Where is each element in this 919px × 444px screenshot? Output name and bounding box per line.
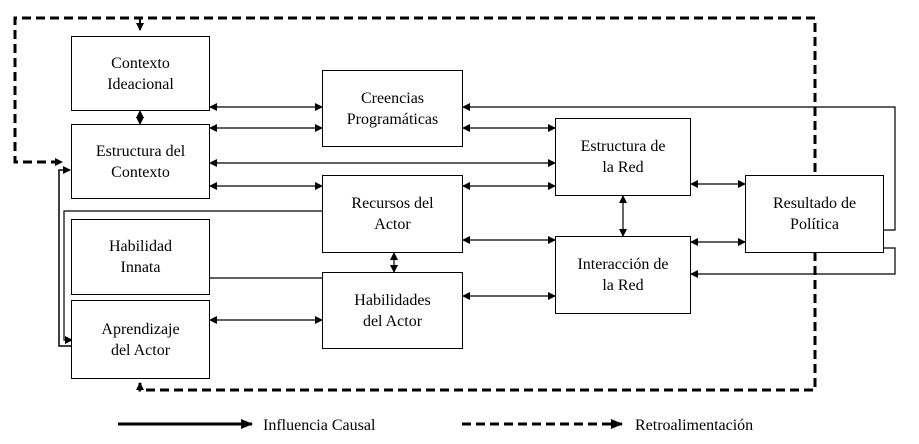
node-estructura-red: Estructura de la Red bbox=[555, 118, 691, 196]
node-line: Resultado de bbox=[772, 195, 857, 212]
node-resultado-politica: Resultado de Política bbox=[745, 175, 884, 253]
arrow-aprendizaje-contexto bbox=[58, 166, 72, 347]
node-line: Aprendizaje bbox=[101, 320, 180, 338]
node-line: Habilidades bbox=[354, 291, 431, 309]
node-line: Contexto bbox=[111, 54, 170, 72]
node-line: la Red bbox=[602, 159, 644, 176]
legend-feedback-label: Retroalimentación bbox=[635, 417, 754, 434]
node-line: Habilidad bbox=[108, 238, 173, 255]
node-line: Estructura de bbox=[580, 138, 666, 155]
node-line: Ideacional bbox=[107, 75, 174, 93]
node-interaccion-red: Interacción de la Red bbox=[555, 236, 691, 314]
node-habilidades-actor: Habilidades del Actor bbox=[322, 272, 463, 349]
node-line: Recursos del bbox=[351, 195, 434, 212]
legend-causal-label: Influencia Causal bbox=[263, 417, 376, 434]
node-line: la Red bbox=[602, 277, 644, 294]
node-line: Política bbox=[790, 216, 839, 233]
arrow-recursos-aprendizaje bbox=[63, 210, 322, 344]
node-line: Interacción de bbox=[577, 256, 669, 273]
node-line: Actor bbox=[374, 216, 411, 233]
node-line: Programáticas bbox=[346, 110, 439, 128]
node-line: del Actor bbox=[110, 341, 171, 359]
node-line: Contexto bbox=[111, 163, 170, 181]
node-aprendizaje-actor: Aprendizaje del Actor bbox=[71, 300, 210, 379]
node-line: del Actor bbox=[362, 312, 423, 330]
node-line: Creencias bbox=[360, 89, 425, 107]
node-line: Innata bbox=[120, 259, 161, 276]
node-line: Estructura del bbox=[95, 142, 186, 160]
feedback-loop bbox=[13, 16, 817, 392]
